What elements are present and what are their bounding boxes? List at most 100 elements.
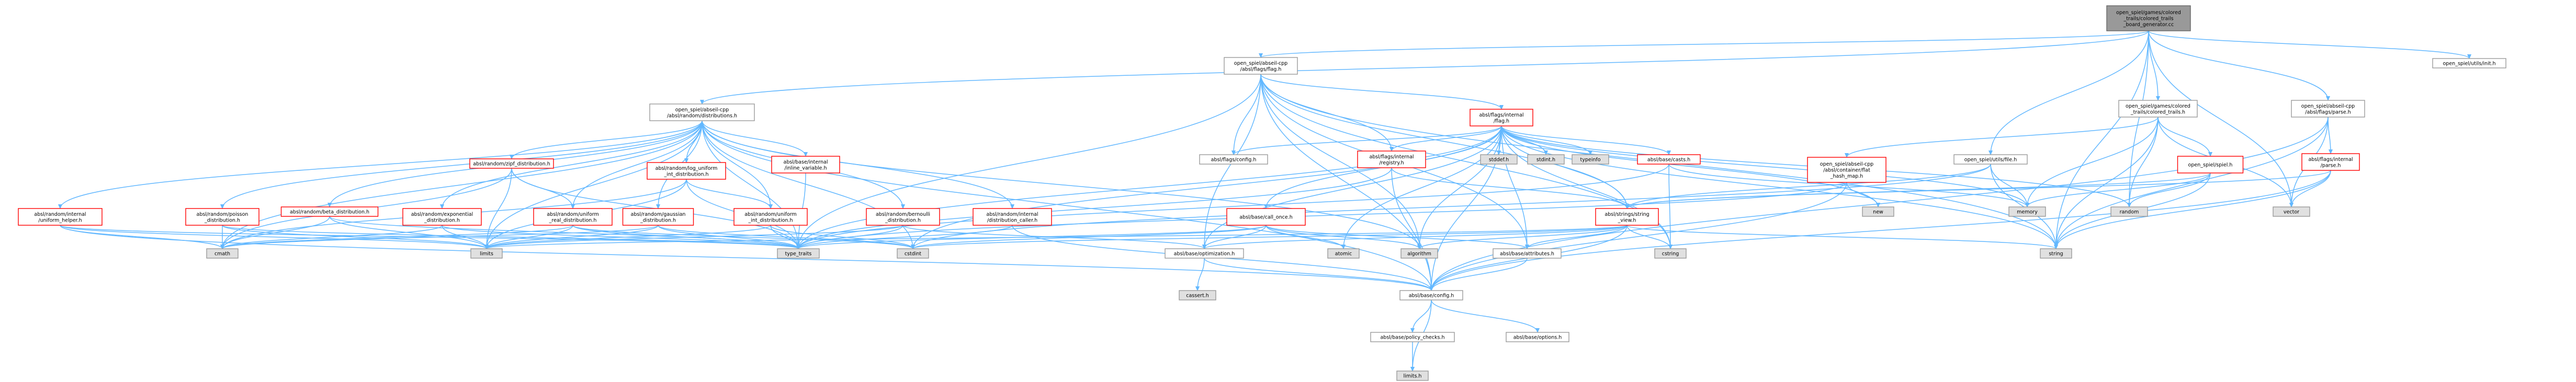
node-uniformhelper[interactable]: absl/random/internal/uniform_helper.h bbox=[18, 208, 103, 226]
node-options[interactable]: absl/base/options.h bbox=[1506, 332, 1569, 342]
node-label: /absl/flags/flag.h bbox=[1240, 66, 1282, 72]
node-coloredtrails[interactable]: open_spiel/games/colored_trails/colored_… bbox=[2118, 100, 2198, 118]
edge-callonce-to-optimization bbox=[1204, 225, 1267, 249]
node-zipf[interactable]: absl/random/zipf_distribution.h bbox=[469, 158, 554, 169]
node-label: absl/base/internal bbox=[784, 159, 828, 165]
node-distributions[interactable]: open_spiel/abseil-cpp/absl/random/distri… bbox=[649, 103, 755, 121]
node-box bbox=[1224, 57, 1298, 75]
node-exponential[interactable]: absl/random/exponential_distribution.h bbox=[402, 208, 482, 226]
node-spiel[interactable]: open_spiel/spiel.h bbox=[2177, 156, 2244, 173]
edge-distributions-to-exponential bbox=[442, 120, 703, 209]
node-box bbox=[777, 248, 820, 259]
node-label: random bbox=[2120, 210, 2139, 215]
node-inlinevar[interactable]: absl/base/internal/inline_variable.h bbox=[771, 156, 840, 173]
node-file[interactable]: open_spiel/utils/file.h bbox=[1953, 154, 2028, 165]
edge-internalflag-to-memory bbox=[1501, 125, 2027, 207]
node-algorithm: algorithm bbox=[1400, 248, 1438, 259]
node-policychecks[interactable]: absl/base/policy_checks.h bbox=[1370, 332, 1455, 342]
node-label: absl/random/exponential bbox=[411, 212, 473, 217]
node-label: absl/strings/string bbox=[1605, 212, 1649, 217]
edge-root-to-distributions bbox=[702, 30, 2149, 104]
node-label: absl/base/optimization.h bbox=[1174, 251, 1235, 257]
node-label: open_spiel/abseil-cpp bbox=[1820, 161, 1873, 167]
node-label: /absl/container/flat bbox=[1823, 168, 1870, 173]
edge-gaussian-to-typetraits bbox=[658, 225, 798, 249]
node-limitsh: limits.h bbox=[1396, 371, 1429, 381]
node-bernoulli[interactable]: absl/random/bernoulli_distribution.h bbox=[866, 208, 940, 226]
node-box bbox=[1199, 154, 1268, 165]
node-poisson[interactable]: absl/random/poisson_distribution.h bbox=[185, 208, 259, 226]
node-box bbox=[2273, 206, 2310, 217]
edge-flag-to-algorithm bbox=[1260, 74, 1419, 249]
node-gaussian[interactable]: absl/random/gaussian_distribution.h bbox=[622, 208, 694, 226]
edge-uniformint-to-limits bbox=[487, 225, 771, 249]
node-box bbox=[1179, 290, 1216, 300]
node-label: stddef.h bbox=[1489, 157, 1509, 163]
node-internalflag[interactable]: absl/flags/internal/flag.h bbox=[1470, 109, 1533, 126]
node-label: typeinfo bbox=[1580, 157, 1600, 163]
node-box bbox=[2301, 153, 2360, 171]
node-label: absl/flags/config.h bbox=[1211, 157, 1257, 163]
node-label: limits bbox=[480, 251, 493, 257]
edge-file-to-stringview bbox=[1627, 164, 1991, 209]
node-uniformreal[interactable]: absl/random/uniform_real_distribution.h bbox=[533, 208, 613, 226]
edge-file-to-memory bbox=[1990, 164, 2027, 207]
node-label: absl/random/zipf_distribution.h bbox=[473, 161, 550, 167]
node-beta[interactable]: absl/random/beta_distribution.h bbox=[280, 206, 379, 217]
edge-internalflag-to-new bbox=[1501, 125, 1878, 207]
node-stringview[interactable]: absl/strings/string_view.h bbox=[1595, 208, 1659, 226]
node-box bbox=[1357, 151, 1426, 168]
node-label: open_spiel/abseil-cpp bbox=[675, 107, 729, 113]
edge-casts-to-memory bbox=[1668, 164, 2027, 207]
node-box bbox=[1493, 248, 1562, 259]
edge-distributions-to-uniformhelper bbox=[60, 120, 703, 209]
node-label: _real_distribution.h bbox=[549, 217, 597, 223]
edge-beta-to-cmath bbox=[222, 216, 330, 249]
node-optimization[interactable]: absl/base/optimization.h bbox=[1165, 248, 1244, 259]
edge-casts-to-typetraits bbox=[798, 164, 1669, 249]
node-label: open_spiel/games/colored bbox=[2126, 103, 2190, 109]
node-registry[interactable]: absl/flags/internal/registry.h bbox=[1357, 151, 1426, 168]
node-parse[interactable]: open_spiel/abseil-cpp/absl/flags/parse.h bbox=[2291, 100, 2365, 118]
node-new: new bbox=[1862, 206, 1894, 217]
edge-root-to-init bbox=[2148, 30, 2469, 59]
node-attributes[interactable]: absl/base/attributes.h bbox=[1493, 248, 1562, 259]
node-label: string bbox=[2049, 251, 2063, 257]
node-flagsconfig[interactable]: absl/flags/config.h bbox=[1199, 154, 1268, 165]
node-init[interactable]: open_spiel/utils/init.h bbox=[2432, 58, 2506, 68]
edge-uniformreal-to-limits bbox=[487, 225, 573, 249]
edge-root-to-vector bbox=[2148, 30, 2291, 207]
node-label: cassert.h bbox=[1186, 293, 1208, 299]
node-loguniform[interactable]: absl/random/log_uniform_int_distribution… bbox=[647, 162, 726, 180]
node-string: string bbox=[2040, 248, 2072, 259]
node-uniformint[interactable]: absl/random/uniform_int_distribution.h bbox=[733, 208, 808, 226]
node-baseconfig[interactable]: absl/base/config.h bbox=[1399, 290, 1463, 300]
edge-baseconfig-to-options bbox=[1431, 299, 1538, 332]
node-box bbox=[206, 248, 239, 259]
node-flag[interactable]: open_spiel/abseil-cpp/absl/flags/flag.h bbox=[1224, 57, 1298, 75]
node-cassert: cassert.h bbox=[1179, 290, 1216, 300]
node-callonce[interactable]: absl/base/call_once.h bbox=[1226, 208, 1306, 226]
edge-root-to-string bbox=[2056, 30, 2149, 249]
node-label: /uniform_helper.h bbox=[38, 217, 82, 223]
edge-coloredtrails-to-random bbox=[2129, 117, 2159, 207]
node-flatmap[interactable]: open_spiel/abseil-cpp/absl/container/fla… bbox=[1807, 157, 1886, 183]
edge-root-to-file bbox=[1991, 30, 2149, 155]
edge-internalflag-to-string bbox=[1501, 125, 2056, 249]
node-label: absl/flags/internal bbox=[1369, 154, 1414, 160]
node-label: open_spiel/abseil-cpp bbox=[1234, 61, 1287, 66]
node-label: open_spiel/utils/file.h bbox=[1964, 157, 2017, 163]
node-box bbox=[1327, 248, 1360, 259]
node-box bbox=[1654, 248, 1687, 259]
node-distcaller[interactable]: absl/random/internal/distribution_caller… bbox=[973, 208, 1052, 226]
node-atomic: atomic bbox=[1327, 248, 1360, 259]
node-typetraits: type_traits bbox=[777, 248, 820, 259]
edge-root-to-coloredtrails bbox=[2148, 30, 2158, 100]
node-internalparse[interactable]: absl/flags/internal/parse.h bbox=[2301, 153, 2360, 171]
node-box bbox=[18, 208, 103, 226]
edge-poisson-to-typetraits bbox=[222, 225, 798, 249]
edge-coloredtrails-to-string bbox=[2056, 117, 2159, 249]
edge-flatmap-to-baseconfig bbox=[1431, 182, 1847, 291]
node-casts[interactable]: absl/base/casts.h bbox=[1637, 154, 1701, 165]
node-box bbox=[1807, 157, 1886, 183]
